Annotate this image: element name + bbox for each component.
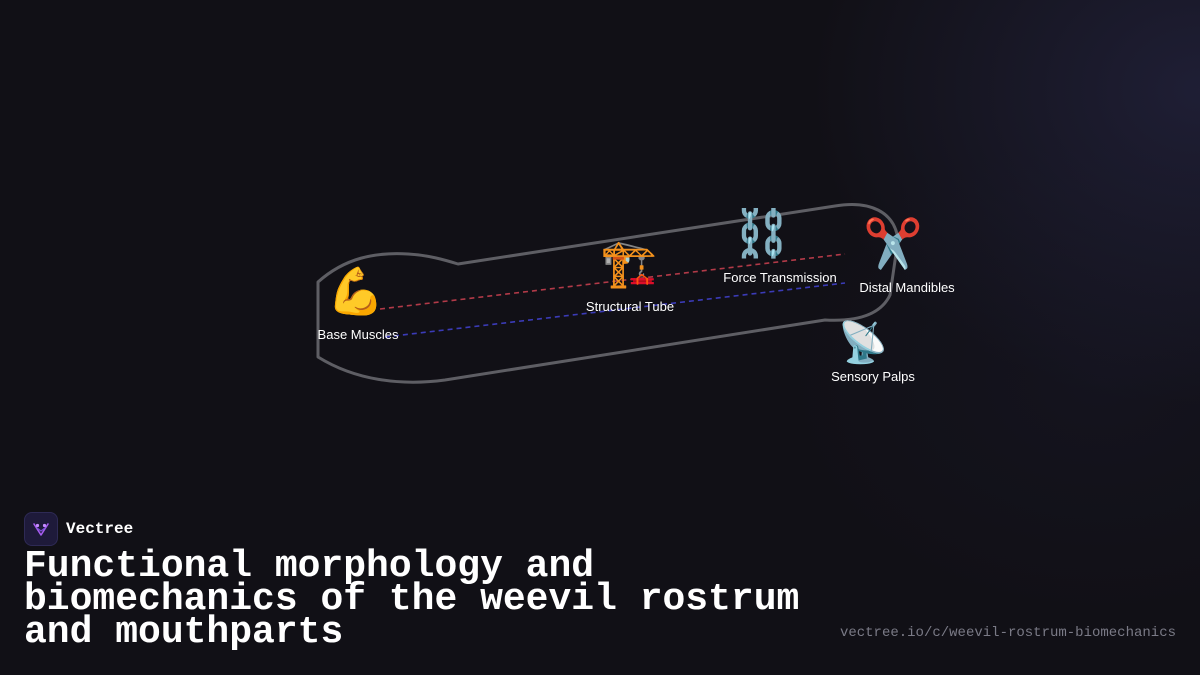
flexed-biceps-icon: 💪 xyxy=(327,264,385,318)
upper-force-line xyxy=(379,253,846,310)
source-url[interactable]: vectree.io/c/weevil-rostrum-biomechanics xyxy=(839,625,1176,641)
page-title: Functional morphology and biomechanics o… xyxy=(24,545,800,654)
node-label-distal-mandibles: Distal Mandibles xyxy=(859,280,955,295)
scissors-icon: ✂️ xyxy=(863,216,923,272)
node-label-sensory-palps: Sensory Palps xyxy=(831,369,915,384)
satellite-antenna-icon: 📡 xyxy=(838,320,888,366)
brand: Vectree xyxy=(24,512,133,546)
vectree-logo-icon xyxy=(24,512,58,546)
node-label-base-muscles: Base Muscles xyxy=(317,327,399,342)
construction-crane-icon: 🏗️ xyxy=(600,236,658,290)
node-label-force-transmission: Force Transmission xyxy=(723,270,837,285)
chains-icon: ⛓️ xyxy=(733,206,791,260)
brand-name: Vectree xyxy=(66,520,134,538)
node-label-structural-tube: Structural Tube xyxy=(585,299,675,314)
rostrum-outline xyxy=(316,203,900,384)
